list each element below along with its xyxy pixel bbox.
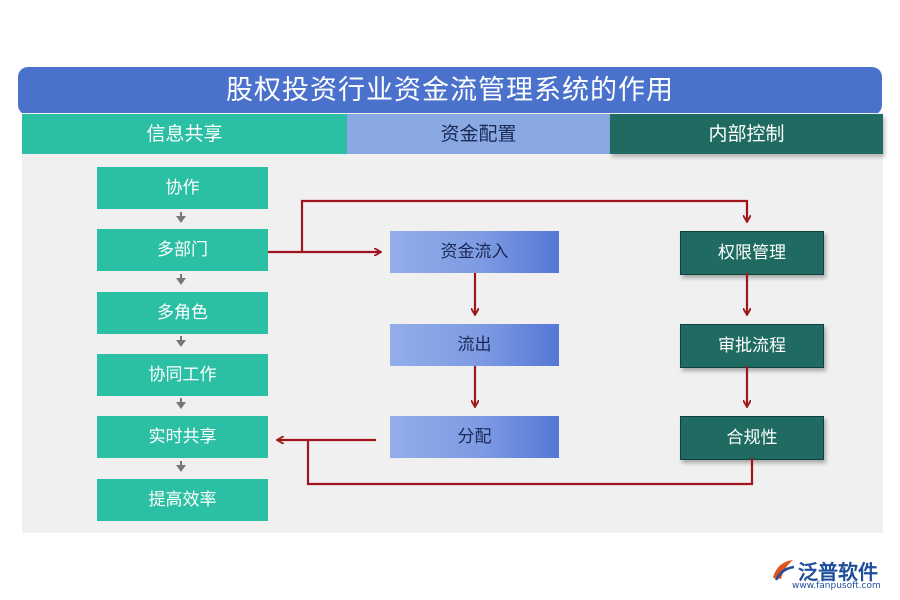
- down-arrow-icon: [176, 212, 186, 223]
- down-arrow-icon: [176, 461, 186, 472]
- column-header-fund-allocation: 资金配置: [347, 114, 610, 154]
- connector-to-permission: [300, 199, 747, 252]
- down-arrow-icon: [176, 274, 186, 285]
- logo-url: www.fanpusoft.com: [792, 581, 881, 591]
- step-real-time-sharing: 实时共享: [97, 416, 268, 458]
- step-outflow: 流出: [390, 324, 559, 366]
- column-header-info-sharing: 信息共享: [22, 114, 347, 154]
- column-header-internal-control: 内部控制: [610, 114, 883, 154]
- step-multi-role: 多角色: [97, 292, 268, 334]
- step-collaboration: 协作: [97, 167, 268, 209]
- step-approval-process: 审批流程: [680, 324, 824, 368]
- step-compliance: 合规性: [680, 416, 824, 460]
- logo-icon: [773, 560, 795, 581]
- down-arrow-icon: [176, 336, 186, 347]
- step-arrows: [176, 212, 186, 472]
- connector-compliance-loop: [306, 440, 754, 486]
- down-arrow-icon: [176, 398, 186, 409]
- diagram-title: 股权投资行业资金流管理系统的作用: [18, 67, 882, 115]
- step-fund-inflow: 资金流入: [390, 231, 559, 273]
- step-multi-department: 多部门: [97, 229, 268, 271]
- step-improve-efficiency: 提高效率: [97, 479, 268, 521]
- brand-logo: 泛普软件 www.fanpusoft.com: [770, 556, 895, 594]
- step-allocation: 分配: [390, 416, 559, 458]
- logo-name: 泛普软件: [798, 560, 878, 584]
- step-teamwork: 协同工作: [97, 354, 268, 396]
- step-permission-management: 权限管理: [680, 231, 824, 275]
